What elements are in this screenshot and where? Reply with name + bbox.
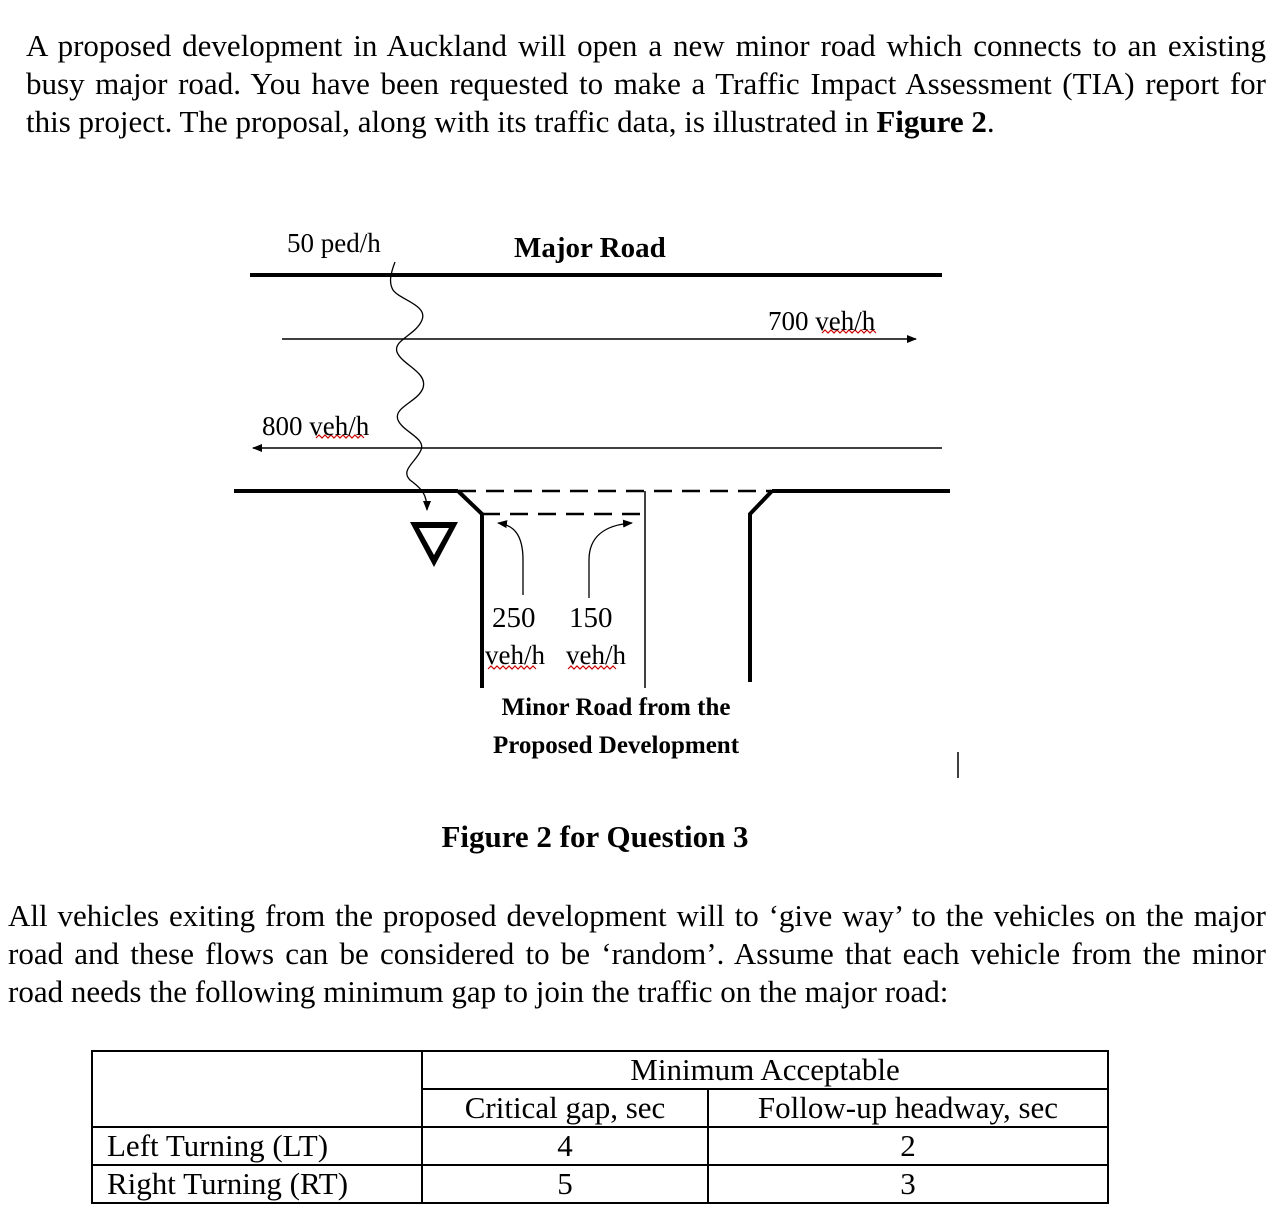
underline-mark-700 <box>821 329 877 334</box>
minor-road-right-kerb <box>748 489 774 682</box>
major-road-label: Major Road <box>514 232 666 264</box>
table-header-row: Minimum Acceptable <box>91 1050 1109 1128</box>
pedestrian-path <box>389 261 431 511</box>
gap-table: Minimum Acceptable Critical gap, sec Fol… <box>91 1050 1109 1204</box>
intro-text: A proposed development in Auckland will … <box>26 28 1266 139</box>
table-row: Left Turning (LT) 4 2 <box>91 1126 1109 1166</box>
underline-mark-150 <box>567 665 617 670</box>
figure-caption: Figure 2 for Question 3 <box>441 819 749 854</box>
figure-reference: Figure 2 <box>876 104 987 139</box>
intro-end: . <box>986 104 995 139</box>
eastbound-flow-label: 700 veh/h <box>768 306 876 336</box>
left-turn-flow-unit: veh/h <box>485 640 545 670</box>
right-turn-flow-unit: veh/h <box>566 640 626 670</box>
left-turn-flow-value: 250 <box>492 602 536 634</box>
intro-paragraph: A proposed development in Auckland will … <box>26 27 1266 141</box>
give-way-sign-icon <box>410 522 458 567</box>
table-corner-cell <box>91 1050 423 1128</box>
minor-road-label-line2: Proposed Development <box>493 732 740 759</box>
underline-mark-800 <box>315 434 365 439</box>
critical-gap-header: Critical gap, sec <box>421 1088 709 1128</box>
left-turn-arrow <box>497 520 524 595</box>
row-label: Right Turning (RT) <box>91 1164 423 1204</box>
table-subheader-row: Critical gap, sec Follow-up headway, sec <box>92 1088 1109 1128</box>
critical-gap-cell: 4 <box>421 1126 709 1166</box>
follow-up-cell: 3 <box>707 1164 1109 1204</box>
minor-road-label-line1: Minor Road from the <box>502 694 731 721</box>
intersection-figure: 50 ped/h Major Road 700 veh/h 800 veh/h … <box>0 200 1286 800</box>
critical-gap-cell: 5 <box>421 1164 709 1204</box>
follow-up-headway-header: Follow-up headway, sec <box>707 1088 1109 1128</box>
table-group-header: Minimum Acceptable <box>421 1050 1109 1090</box>
right-turn-flow-value: 150 <box>569 602 613 634</box>
row-label: Left Turning (LT) <box>91 1126 423 1166</box>
follow-up-cell: 2 <box>707 1126 1109 1166</box>
minor-road-left-kerb <box>456 489 484 688</box>
pedestrian-flow-label: 50 ped/h <box>287 228 381 258</box>
westbound-flow-label: 800 veh/h <box>262 411 370 441</box>
table-row: Right Turning (RT) 5 3 <box>91 1164 1109 1204</box>
right-turn-arrow <box>588 519 633 598</box>
body-paragraph: All vehicles exiting from the proposed d… <box>8 898 1266 1009</box>
underline-mark-250 <box>487 665 537 670</box>
